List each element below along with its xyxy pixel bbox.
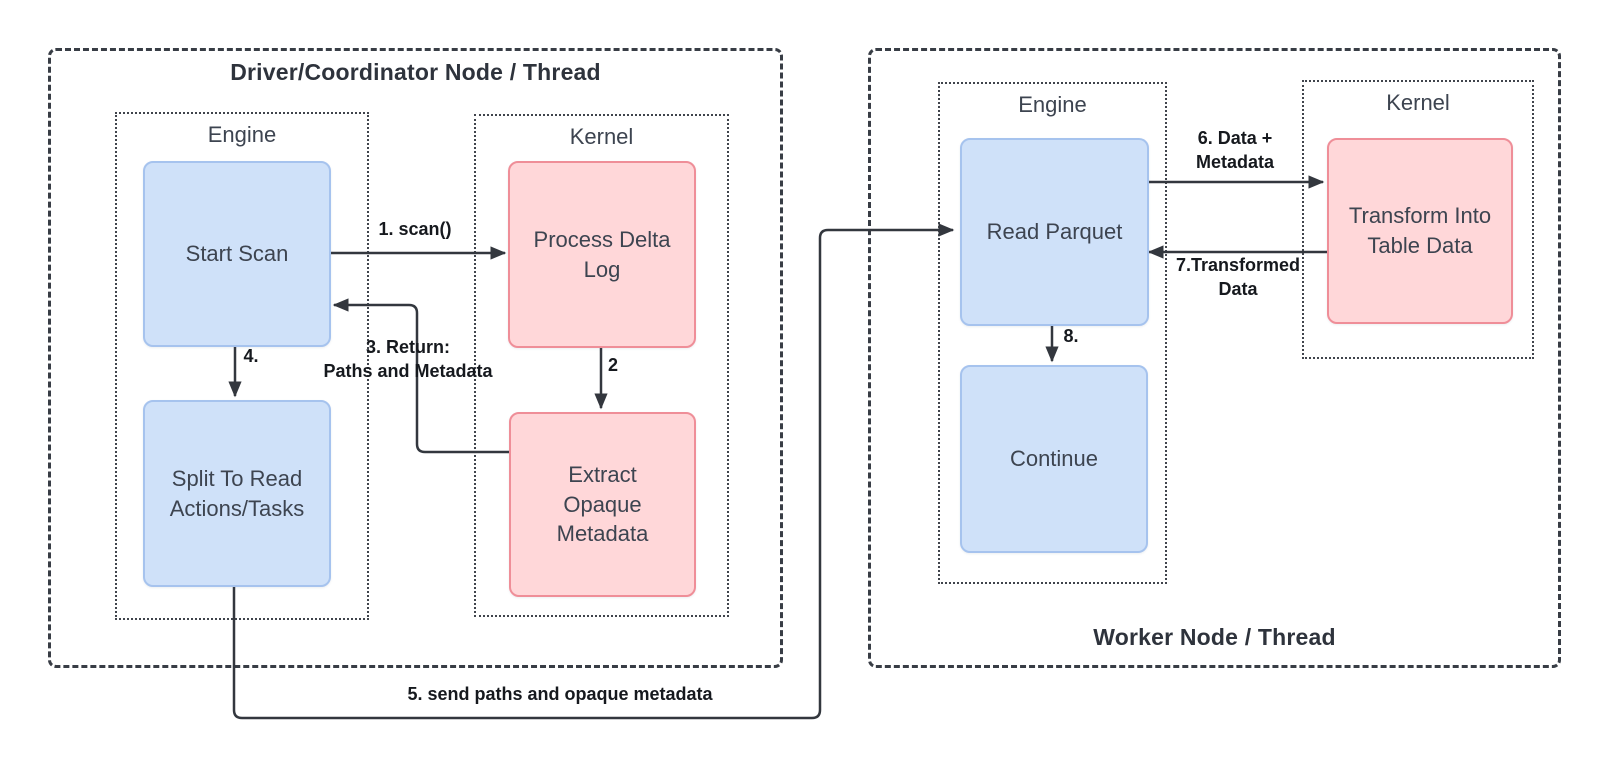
worker-kernel-group: Kernel: [1302, 80, 1534, 359]
arrow-6-label-line2: Metadata: [1195, 152, 1275, 172]
node-process-delta-log: Process Delta Log: [508, 161, 696, 348]
node-read-parquet-label: Read Parquet: [986, 219, 1123, 245]
arrow-3-label-line2: Paths and Metadata: [323, 361, 493, 381]
node-split-to-read-label: Split To Read Actions/Tasks: [169, 465, 305, 521]
node-process-delta-log-label: Process Delta Log: [533, 226, 671, 282]
worker-engine-label: Engine: [1018, 92, 1087, 117]
worker-node-title: Worker Node / Thread: [1093, 624, 1336, 650]
node-start-scan: Start Scan: [143, 161, 331, 347]
arrow-7-label-line2: Data: [1218, 279, 1258, 299]
arrow-4-label: 4.: [243, 346, 259, 367]
arrow-5-label: 5. send paths and opaque metadata: [407, 684, 713, 705]
arrow-3-label: 3. Return: Paths and Metadata: [323, 336, 492, 384]
node-transform-into-table-data: Transform Into Table Data: [1327, 138, 1513, 324]
worker-kernel-label: Kernel: [1386, 90, 1450, 115]
node-extract-opaque-metadata: Extract Opaque Metadata: [509, 412, 696, 597]
arrow-3-label-line1: 3. Return:: [365, 337, 451, 358]
arrow-7-label: 7.Transformed Data: [1176, 254, 1300, 302]
arrow-6-label-line1: 6. Data +: [1197, 128, 1273, 149]
node-start-scan-label: Start Scan: [185, 241, 289, 267]
node-continue: Continue: [960, 365, 1148, 553]
arrow-2-label: 2: [607, 355, 619, 376]
node-transform-into-table-data-label: Transform Into Table Data: [1348, 203, 1492, 258]
arrow-7-label-line1: 7.Transformed: [1175, 255, 1301, 276]
node-split-to-read: Split To Read Actions/Tasks: [143, 400, 331, 587]
driver-coordinator-title: Driver/Coordinator Node / Thread: [230, 59, 601, 85]
arrow-6-label: 6. Data + Metadata: [1196, 127, 1274, 175]
driver-engine-label: Engine: [207, 122, 277, 147]
node-extract-opaque-metadata-label: Extract Opaque Metadata: [556, 461, 649, 547]
node-read-parquet: Read Parquet: [960, 138, 1149, 326]
arrow-1-label: 1. scan(): [378, 219, 452, 240]
driver-kernel-label: Kernel: [569, 124, 634, 149]
arrow-8-label: 8.: [1063, 326, 1079, 347]
node-continue-label: Continue: [1009, 446, 1099, 472]
